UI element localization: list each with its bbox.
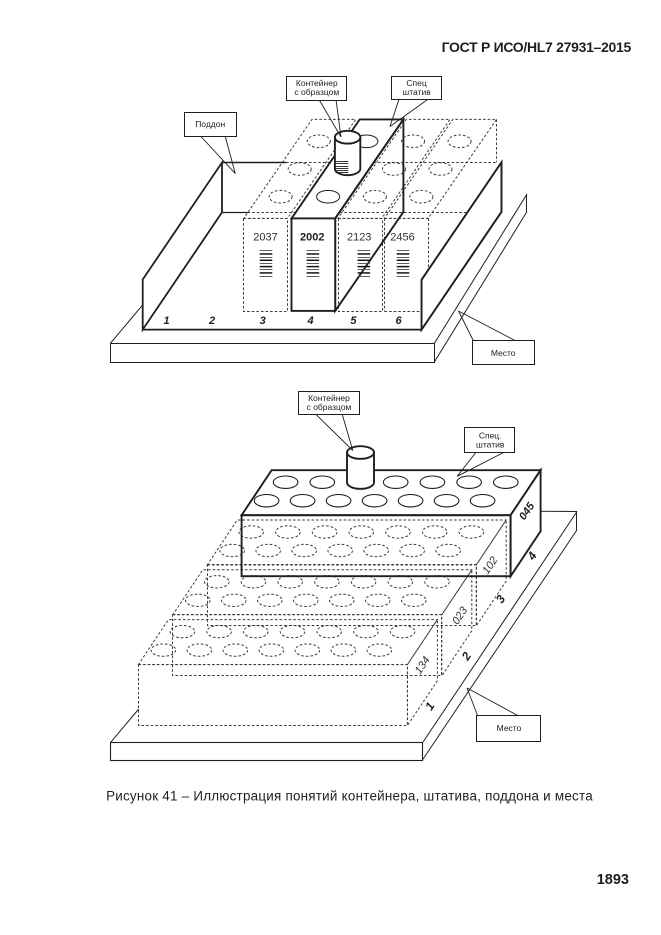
svg-text:Спец: Спец bbox=[406, 78, 426, 88]
svg-text:Контейнер: Контейнер bbox=[296, 78, 338, 88]
svg-text:Место: Место bbox=[491, 348, 516, 358]
svg-text:2456: 2456 bbox=[390, 232, 414, 244]
svg-text:Поддон: Поддон bbox=[195, 119, 225, 129]
svg-text:Контейнер: Контейнер bbox=[308, 393, 350, 403]
svg-text:6: 6 bbox=[395, 315, 402, 327]
svg-text:2: 2 bbox=[208, 315, 215, 327]
svg-text:штатив: штатив bbox=[476, 440, 505, 450]
svg-text:2002: 2002 bbox=[300, 232, 324, 244]
svg-text:с образцом: с образцом bbox=[294, 87, 339, 97]
svg-text:2123: 2123 bbox=[347, 232, 371, 244]
svg-text:1: 1 bbox=[164, 315, 170, 327]
svg-text:Рисунок 41 – Иллюстрация понят: Рисунок 41 – Иллюстрация понятий контейн… bbox=[106, 789, 593, 804]
svg-text:с образцом: с образцом bbox=[307, 402, 352, 412]
svg-text:2037: 2037 bbox=[253, 232, 277, 244]
svg-text:штатив: штатив bbox=[402, 87, 431, 97]
svg-text:4: 4 bbox=[307, 315, 314, 327]
svg-text:ГОСТ Р ИСО/HL7 27931–2015: ГОСТ Р ИСО/HL7 27931–2015 bbox=[442, 39, 632, 55]
svg-text:Место: Место bbox=[497, 723, 522, 733]
svg-text:1893: 1893 bbox=[597, 872, 629, 888]
svg-text:3: 3 bbox=[260, 315, 266, 327]
svg-text:Спец.: Спец. bbox=[479, 431, 502, 441]
svg-text:5: 5 bbox=[350, 315, 357, 327]
